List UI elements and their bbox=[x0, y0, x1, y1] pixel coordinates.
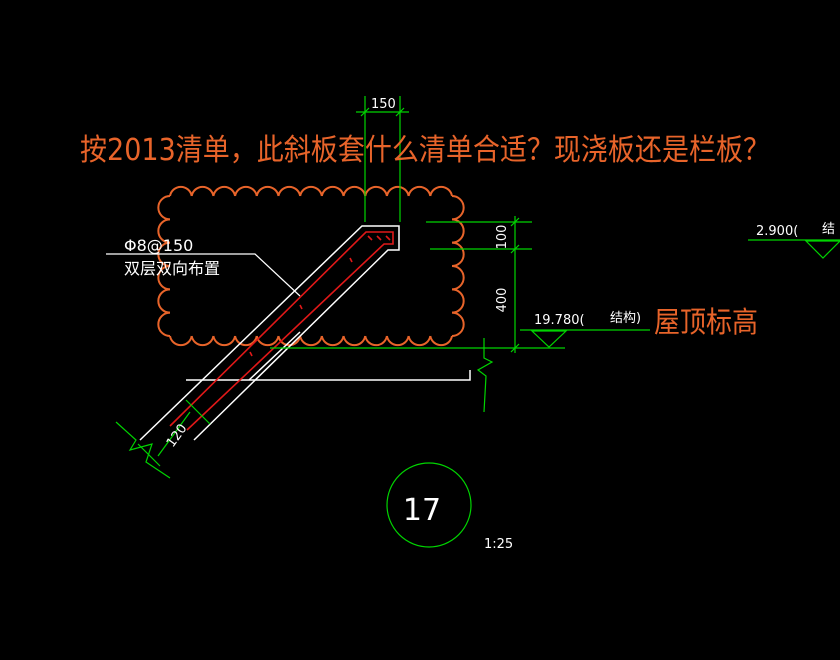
dim-400: 400 bbox=[495, 288, 510, 313]
dim-100: 100 bbox=[495, 225, 510, 250]
dim-150: 150 bbox=[371, 97, 396, 112]
elevation-right-value: 2.900( bbox=[756, 224, 798, 239]
rebar-note: 双层双向布置 bbox=[124, 259, 220, 278]
slab-outline bbox=[139, 225, 471, 441]
rebar-lines bbox=[169, 231, 394, 431]
rebar-spec: Φ8@150 bbox=[124, 236, 193, 255]
dimension-lines bbox=[137, 96, 840, 548]
revision-cloud bbox=[157, 185, 465, 347]
dim-120: 120 bbox=[164, 421, 191, 450]
detail-scale: 1:25 bbox=[484, 537, 513, 552]
detail-number: 17 bbox=[403, 493, 441, 528]
rebar-callout-leader bbox=[106, 253, 301, 297]
elevation-main-label: 结构) bbox=[610, 311, 641, 326]
question-title: 按2013清单，此斜板套什么清单合适？现浇板还是栏板？ bbox=[80, 133, 770, 168]
roof-elevation-annotation: 屋顶标高 bbox=[654, 305, 758, 339]
elevation-right-label: 结 bbox=[822, 222, 835, 237]
elevation-main-value: 19.780( bbox=[534, 313, 585, 328]
